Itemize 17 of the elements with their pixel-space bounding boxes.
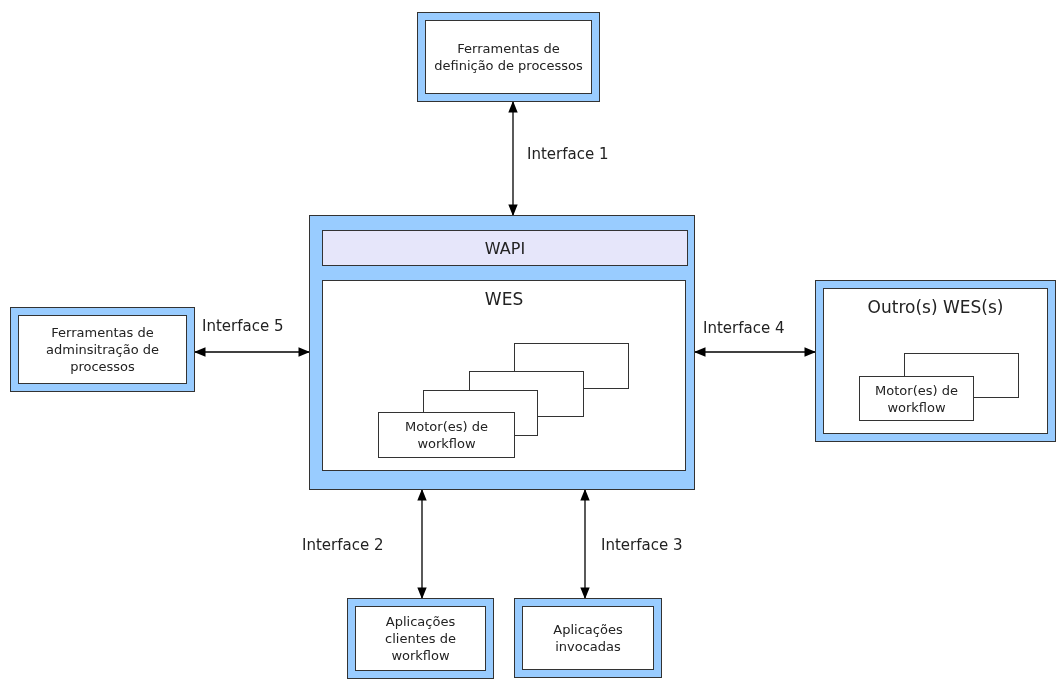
process-box: Aplicações clientes de workflow [347,598,494,679]
process-box: Aplicações invocadas [514,598,662,678]
process-box: Ferramentas de definição de processos [417,12,600,102]
system-frame [309,215,695,490]
system-box [815,280,1056,442]
interface-band: WAPI [322,230,688,266]
double-arrow [580,488,590,600]
double-arrow [193,347,311,357]
double-arrow [693,347,817,357]
panel-title: Outro(s) WES(s) [867,297,1004,317]
system-panel [322,280,686,471]
panel-title: WES [484,289,524,309]
double-arrow [417,488,427,600]
card-stack: Motor(es) de workflow [859,353,1019,421]
double-arrow [508,100,518,217]
process-box: Ferramentas de adminsitração de processos [10,307,195,392]
card-stack: Motor(es) de workflow [378,343,629,458]
